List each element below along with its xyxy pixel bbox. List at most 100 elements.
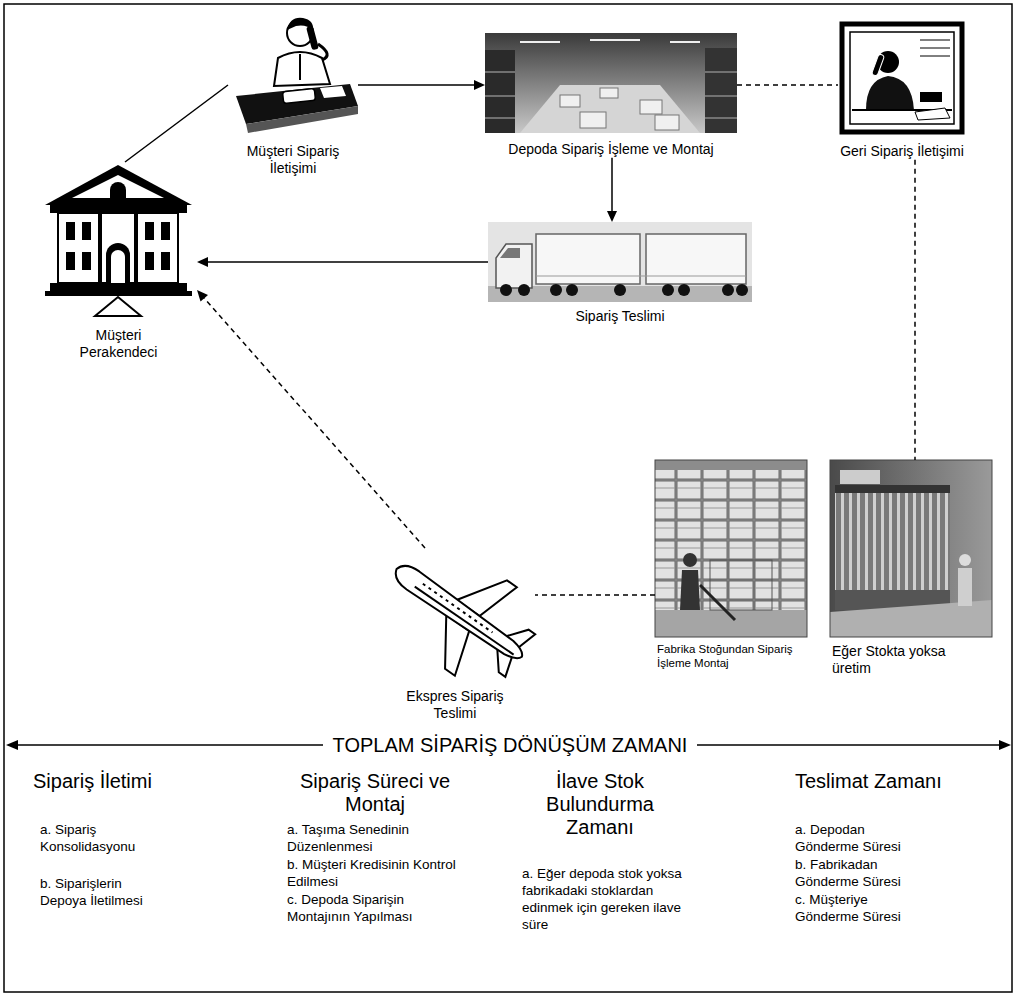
column-heading: Sipariş Süreci ve Montaj — [280, 770, 470, 816]
warehouse-photo — [485, 33, 737, 133]
connector-line — [535, 594, 655, 596]
column-item: b. Müşteri Kredisinin Kontrol Edilmesi — [287, 857, 462, 891]
image-node: Müşteri Perakendeci — [40, 162, 197, 361]
retailer-building-icon — [98, 213, 102, 283]
column-item: c. Müşteriye Gönderme Süresi — [795, 892, 925, 926]
factory-stock-photo — [683, 553, 697, 567]
image-node: Ekspres Sipariş Teslimi — [375, 548, 535, 722]
truck-photo — [614, 284, 626, 296]
truck-photo — [496, 244, 532, 288]
truck-photo — [536, 276, 746, 277]
image-node: Eğer Stokta yoksa üretim — [830, 460, 992, 677]
warehouse-photo — [655, 115, 679, 130]
phone-person-icon — [306, 25, 319, 50]
phone-man-picture — [920, 40, 950, 56]
node-caption: Ekspres Sipariş Teslimi — [395, 688, 515, 722]
column-heading: İlave Stok Bulundurma Zamanı — [525, 770, 675, 839]
truck-photo — [500, 248, 520, 258]
arrow-head — [197, 290, 208, 302]
flow-connector — [915, 160, 916, 460]
node-caption: Müşteri Sipariş İletişimi — [228, 143, 358, 177]
factory-stock-photo — [655, 460, 807, 637]
connector-line — [914, 160, 916, 460]
connector-line — [206, 261, 488, 263]
phone-person-icon — [236, 18, 358, 133]
retailer-building-icon — [161, 252, 170, 270]
phone-man-picture — [871, 54, 884, 77]
warehouse-photo — [520, 41, 560, 43]
node-caption: Eğer Stokta yoksa üretim — [832, 643, 972, 677]
production-machine-photo — [835, 490, 950, 590]
truck-photo — [662, 284, 674, 296]
warehouse-photo — [485, 50, 515, 133]
factory-stock-photo — [655, 460, 807, 637]
warehouse-photo — [560, 95, 580, 107]
truck-photo — [518, 284, 530, 296]
retailer-building-icon — [45, 291, 192, 296]
phone-person-icon — [282, 88, 315, 103]
retailer-building-icon — [72, 175, 164, 198]
flow-connector — [607, 158, 617, 222]
production-machine-photo — [958, 568, 972, 606]
flow-connector — [535, 595, 655, 596]
connector-line — [737, 84, 838, 86]
connector-line — [611, 158, 613, 213]
warehouse-photo — [640, 100, 662, 114]
factory-stock-photo — [655, 460, 807, 637]
flow-connector — [358, 80, 485, 90]
phone-man-picture — [920, 48, 950, 49]
factory-stock-photo — [700, 585, 735, 620]
phone-man-picture — [866, 76, 914, 110]
warehouse-photo — [560, 88, 679, 130]
flow-connector — [125, 85, 228, 162]
phone-person-icon — [299, 54, 301, 80]
image-node: Depoda Sipariş İşleme ve Montaj — [485, 33, 737, 158]
retailer-building-icon — [106, 243, 130, 283]
warehouse-photo — [485, 95, 515, 97]
phone-man-picture — [920, 40, 950, 41]
retailer-building-icon — [66, 252, 75, 270]
factory-stock-photo — [655, 470, 807, 610]
node-caption: Sipariş Teslimi — [540, 308, 700, 325]
production-machine-photo — [840, 470, 880, 484]
production-machine-photo — [830, 460, 992, 637]
column-item: b. Siparişlerin Depoya İletilmesi — [40, 876, 170, 910]
image-node: Fabrika Stoğundan Sipariş İşleme Montaj — [655, 460, 807, 671]
warehouse-photo — [705, 95, 737, 97]
retailer-building-icon — [45, 165, 192, 316]
retailer-building-icon — [110, 182, 126, 198]
factory-stock-photo — [680, 570, 700, 610]
airplane-icon — [415, 586, 514, 656]
retailer-building-icon — [58, 213, 178, 283]
phone-man-picture — [920, 56, 950, 57]
column-item: c. Depoda Siparişin Montajının Yapılması — [287, 892, 462, 926]
retailer-building-icon — [50, 205, 187, 213]
truck-photo — [550, 284, 562, 296]
connector-line — [203, 297, 425, 548]
production-machine-photo — [959, 554, 971, 566]
warehouse-photo — [580, 112, 606, 128]
phone-man-picture — [915, 108, 950, 120]
phone-person-icon — [318, 44, 327, 60]
warehouse-photo — [485, 33, 737, 133]
column-item: a. Sipariş Konsolidasyonu — [40, 822, 160, 856]
production-machine-photo — [830, 460, 992, 637]
node-caption: Fabrika Stoğundan Sipariş İşleme Montaj — [657, 643, 797, 671]
column-item: a. Taşıma Senedinin Düzenlenmesi — [287, 822, 462, 856]
warehouse-photo — [520, 40, 700, 42]
node-caption: Geri Sipariş İletişimi — [838, 143, 966, 160]
retailer-building-icon — [66, 222, 75, 240]
retailer-building-icon — [145, 252, 154, 270]
airplane-icon — [366, 525, 553, 701]
image-node: Geri Sipariş İletişimi — [838, 20, 966, 160]
connector-line — [125, 85, 228, 162]
warehouse-photo — [485, 71, 515, 73]
warehouse-photo — [485, 117, 515, 119]
retailer-building-icon — [145, 222, 154, 240]
warehouse-photo — [600, 88, 618, 98]
total-time-label: TOPLAM SİPARİŞ DÖNÜŞÜM ZAMANI — [323, 733, 698, 758]
flow-connector — [737, 85, 838, 86]
image-node: Sipariş Teslimi — [488, 222, 752, 325]
retailer-building-icon — [111, 250, 125, 283]
